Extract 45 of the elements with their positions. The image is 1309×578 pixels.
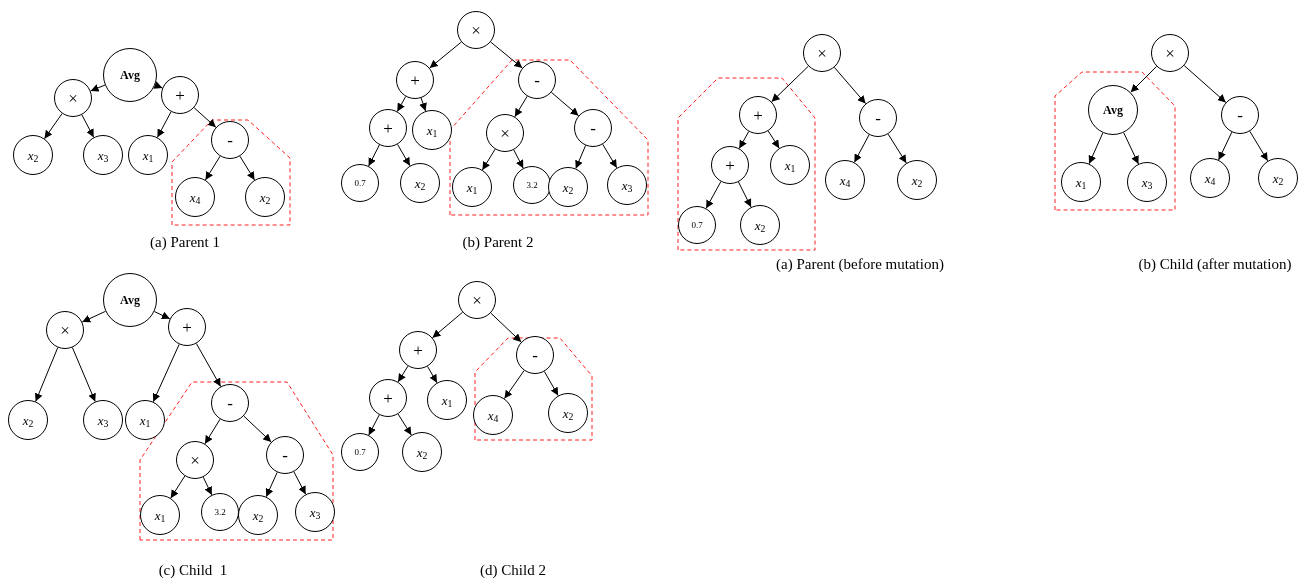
arrow — [853, 134, 870, 163]
arrow — [514, 95, 528, 118]
arrow — [193, 107, 217, 128]
arrow — [243, 415, 272, 443]
arrow — [429, 41, 462, 69]
arrow — [34, 347, 59, 402]
arrow — [738, 131, 750, 149]
arrow — [490, 312, 522, 343]
subfigure-caption: (b) Child (after mutation) — [1138, 256, 1292, 272]
arrow — [767, 130, 780, 149]
arrow — [705, 181, 722, 209]
arrow — [204, 155, 221, 181]
arrow — [44, 113, 63, 140]
arrow — [427, 365, 438, 384]
arrow — [396, 96, 407, 112]
subfigure-caption: (d) Child 2 — [480, 562, 546, 578]
subfigure-caption: (a) Parent (before mutation) — [776, 256, 944, 272]
arrow — [170, 475, 186, 499]
arrow — [195, 343, 222, 387]
arrow — [550, 91, 580, 117]
subfigure-caption: (c) Child 1 — [158, 562, 228, 578]
arrow — [490, 41, 523, 69]
arrow — [397, 143, 411, 167]
subfigure-caption: (b) Parent 2 — [462, 234, 534, 250]
subfigure-caption: (a) Parent 1 — [150, 234, 220, 250]
arrow — [153, 81, 163, 89]
arrow — [887, 133, 907, 164]
arrow — [503, 370, 525, 400]
arrow — [239, 155, 256, 181]
arrow — [397, 365, 409, 383]
arrow — [1249, 130, 1269, 162]
arrow — [543, 371, 559, 397]
arrow — [156, 111, 172, 138]
arrow — [833, 66, 867, 105]
arrow — [419, 97, 427, 112]
arrow — [397, 413, 412, 436]
arrow — [1183, 65, 1227, 103]
arrow — [481, 148, 496, 171]
arrow — [771, 65, 809, 103]
arrow — [602, 143, 618, 169]
arrow — [293, 471, 307, 495]
arrow — [204, 418, 221, 445]
arrow — [432, 311, 463, 339]
arrow — [1130, 65, 1158, 93]
arrow — [81, 114, 95, 138]
